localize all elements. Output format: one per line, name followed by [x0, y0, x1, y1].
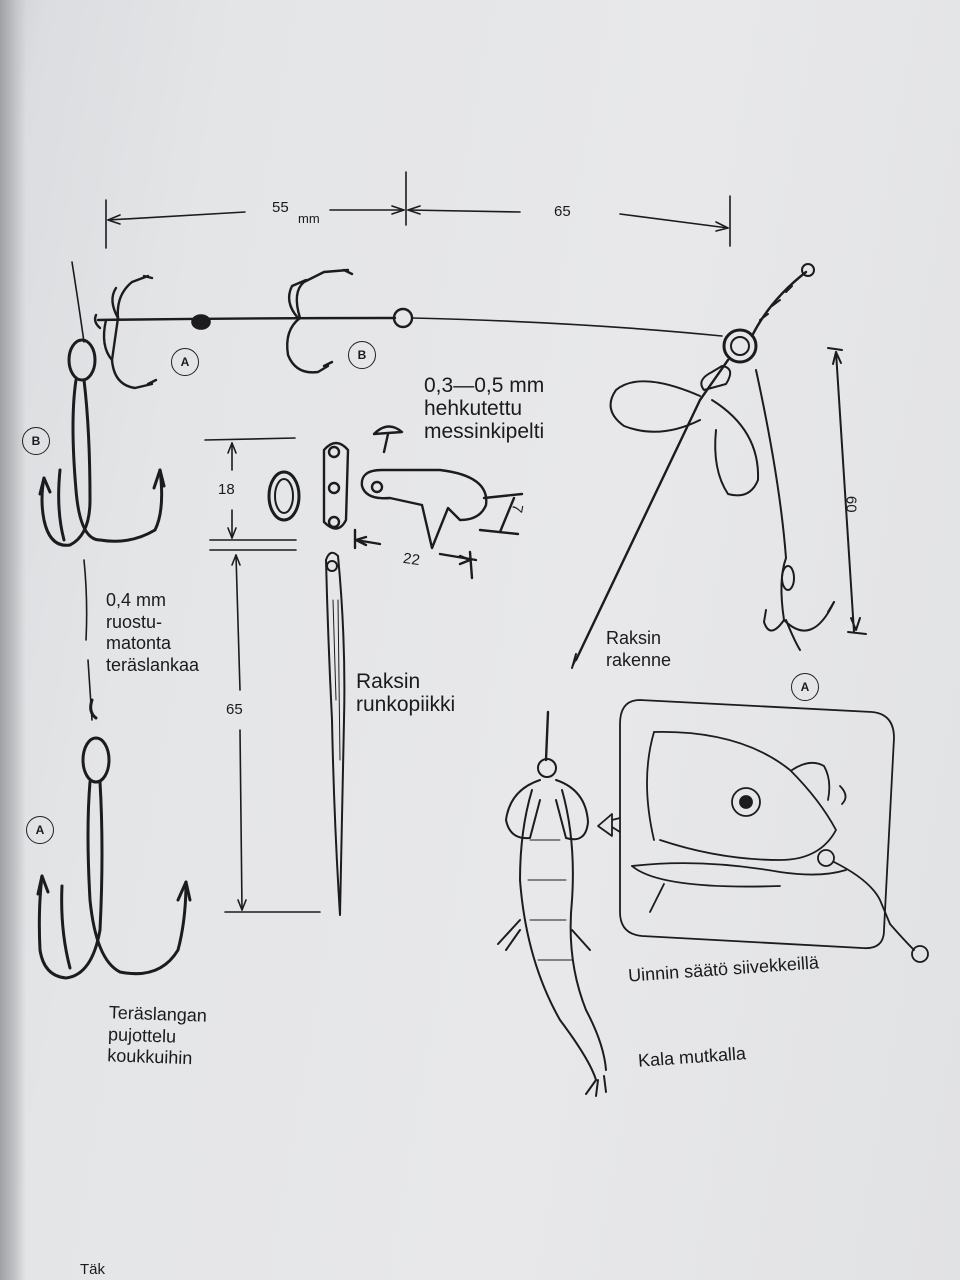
label-wire-spec: 0,4 mm ruostu- matonta teräslankaa: [106, 590, 200, 675]
top-dimension-line: [105, 171, 731, 249]
footer-text: Täk: [80, 1261, 106, 1278]
rivet: [372, 425, 404, 454]
inset-fish-head: [631, 731, 929, 963]
treble-hook-b-top: [286, 268, 354, 374]
label-sheet-spec: 0,3—0,5 mm hehkutettu messinkipelti: [424, 374, 545, 444]
spike-dimension-lines: [204, 437, 321, 913]
spike-body: [325, 551, 346, 916]
treble-hook-b-large: [38, 338, 166, 547]
dim-65-top: 65: [554, 203, 571, 220]
dim-18: 18: [218, 481, 235, 498]
split-ring: [267, 470, 301, 522]
lure-assembly: [571, 263, 867, 669]
inset-frame: [597, 699, 895, 950]
book-gutter: [0, 0, 26, 1280]
dim-55: 55: [272, 199, 289, 216]
main-wire: [93, 307, 723, 337]
dim-60: 60: [842, 495, 860, 513]
treble-hook-a-large: [36, 698, 192, 980]
marker-a-top: A: [171, 348, 199, 376]
treble-hook-a-top: [102, 274, 158, 390]
marker-b-left: B: [22, 427, 50, 455]
label-threading: Teräslangan pujottelu koukkuihin: [106, 1002, 208, 1069]
marker-a-left: A: [26, 816, 54, 844]
fish-drawing: [497, 710, 607, 1097]
dim-65-left: 65: [226, 701, 243, 718]
fin-blank: [353, 468, 524, 580]
label-spike: Raksin runkopiikki: [356, 670, 456, 717]
marker-b-top: B: [348, 341, 376, 369]
label-structure: Raksin rakenne: [606, 628, 672, 670]
link-plate: [322, 441, 350, 530]
dim-unit-mm: mm: [298, 211, 320, 226]
dim-22: 22: [402, 549, 421, 570]
marker-a-right: A: [791, 673, 819, 701]
